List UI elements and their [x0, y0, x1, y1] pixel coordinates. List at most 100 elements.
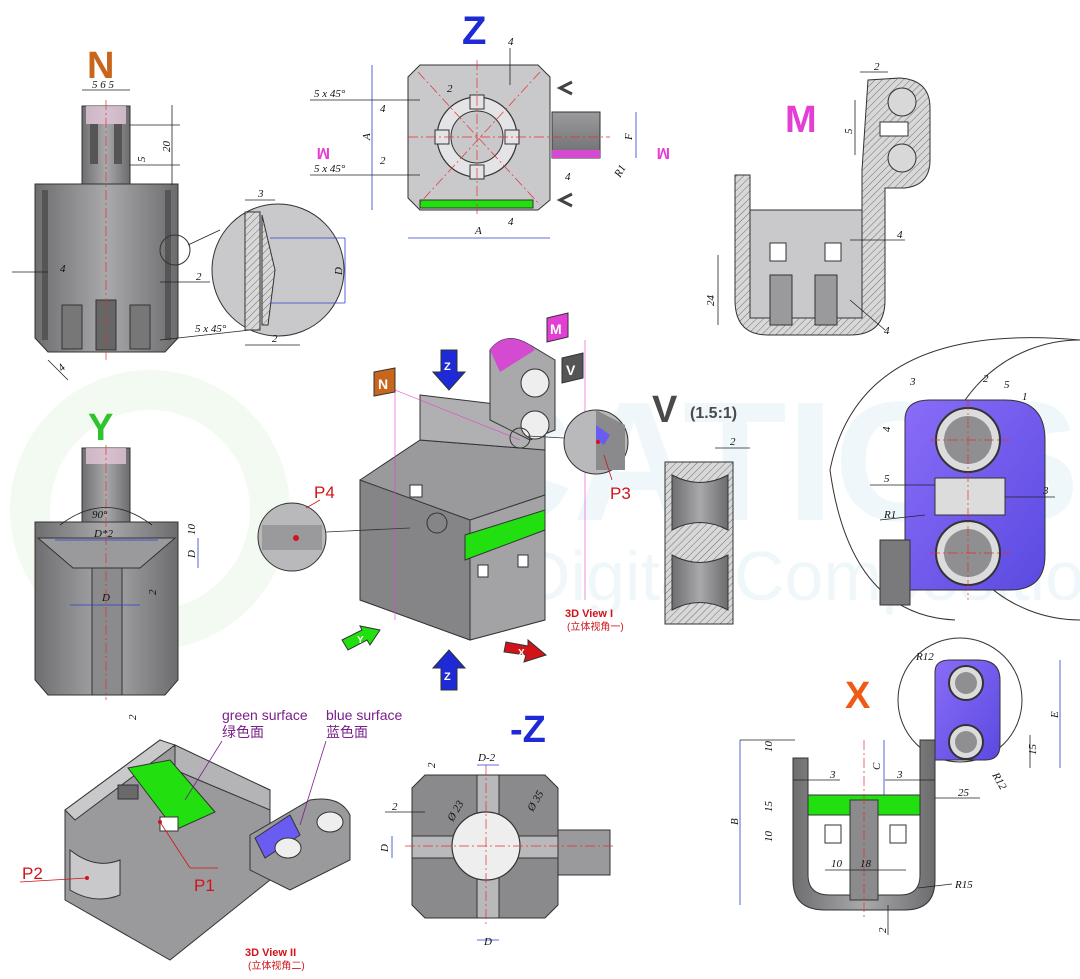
dim-z-chamfer1: 5 x 45° [314, 88, 346, 100]
section-arrow-v-bottom [556, 192, 573, 208]
surface-label-blue: blue surface [326, 707, 402, 723]
axis-tag-neg-z: Z [431, 649, 467, 691]
detail-p3: P3 [527, 409, 631, 503]
dim-detail-4: 4 [881, 426, 893, 432]
dim-n-top: 5 6 5 [92, 79, 115, 91]
dim-detail-R1: R1 [883, 509, 896, 521]
dim-n-3: 3 [257, 188, 264, 200]
callout-p3: P3 [610, 484, 631, 503]
dim-v-2: 2 [730, 436, 736, 448]
dim-m-4: 4 [897, 229, 903, 241]
view-v: V (1.5:1) 2 [652, 389, 750, 625]
view-label-v-scale: (1.5:1) [690, 405, 737, 422]
view-y: Y 90° D*2 10 D 2 D 2 [34, 407, 199, 720]
section-mark-m-left: M [317, 144, 330, 161]
dim-y-D2: D*2 [93, 528, 113, 540]
dim-z-A-v: A [361, 133, 373, 141]
dim-nz-D2: D-2 [477, 752, 496, 764]
detail-enlarged: 3 2 5 1 4 5 3 R1 [829, 337, 1080, 621]
detail-p4: P4 [257, 483, 411, 572]
callout-p4: P4 [314, 483, 335, 502]
surface-label-blue-cn: 蓝色面 [326, 724, 368, 740]
dim-x-2: 2 [877, 927, 889, 933]
section-mark-m-right: M [657, 144, 670, 161]
axis-tag-x: X [503, 638, 548, 663]
dim-detail-2: 2 [983, 373, 989, 385]
axis-tag-z: Z [431, 349, 467, 391]
caption-3d-view-1: 3D View I [565, 608, 613, 620]
dim-x-3r: 3 [896, 769, 903, 781]
dim-z-2: 2 [380, 155, 386, 167]
dim-x-E: E [1049, 711, 1061, 719]
dim-n-chamfer: 5 x 45° [195, 323, 227, 335]
dim-x-10c: 10 [831, 858, 843, 870]
surface-label-green-cn: 绿色面 [222, 724, 264, 740]
section-arrow-v-top [556, 80, 573, 96]
dim-x-R12b: R12 [989, 770, 1009, 793]
dim-nz-D-b: D [483, 936, 492, 948]
dim-detail-3b: 3 [1042, 485, 1049, 497]
dim-x-B: B [729, 818, 741, 825]
view-m: M 2 5 4 24 4 [705, 61, 931, 337]
dim-y-2: 2 [147, 589, 159, 595]
axis-tag-y: Y [341, 625, 381, 651]
dim-n-4b: 4 [56, 361, 69, 374]
dim-y-10: 10 [186, 524, 198, 536]
view-label-n: N [87, 45, 114, 87]
dim-n-4: 4 [60, 263, 66, 275]
svg-text:Y: Y [357, 635, 364, 646]
dim-n-20: 20 [161, 141, 173, 153]
dim-nz-D-l: D [379, 844, 391, 853]
dim-detail-3: 3 [909, 376, 916, 388]
dim-z-2c: 2 [447, 83, 453, 95]
dim-m-24: 24 [705, 295, 717, 307]
dim-nz-2t: 2 [426, 762, 438, 768]
view-label-y: Y [88, 407, 113, 449]
dim-detail-1: 1 [1022, 391, 1028, 403]
dim-m-4b: 4 [884, 325, 890, 337]
view-label-m: M [785, 99, 817, 141]
dim-x-10b: 10 [763, 831, 775, 843]
dim-nz-2l: 2 [392, 801, 398, 813]
caption-3d-view-1-cn: (立体视角一) [567, 620, 624, 633]
dim-m-5: 5 [843, 128, 855, 134]
dim-detail-5: 5 [1004, 379, 1010, 391]
dim-y-D: D [101, 592, 110, 604]
callout-p2: P2 [22, 864, 43, 883]
dim-y-angle: 90° [92, 509, 108, 521]
svg-text:Z: Z [444, 361, 451, 373]
svg-text:N: N [378, 376, 388, 392]
axis-tag-m: M [546, 312, 569, 343]
dim-z-A-h: A [474, 225, 482, 237]
dim-n-2b: 2 [272, 333, 278, 345]
view-x: X R12 E 15 R12 25 B 10 C 3 3 15 10 10 1 [729, 637, 1061, 935]
dim-x-18: 18 [860, 858, 872, 870]
view-label-x: X [845, 675, 871, 717]
dim-z-F: F [623, 133, 635, 141]
view-n: N 5 6 5 20 5 4 2 D 3 5 x 45° 2 [12, 45, 346, 381]
dim-x-3l: 3 [829, 769, 836, 781]
dim-x-15: 15 [763, 801, 775, 813]
dim-y-2b: 2 [127, 714, 139, 720]
dim-x-C: C [871, 762, 883, 770]
dim-detail-5b: 5 [884, 473, 890, 485]
dim-m-2: 2 [874, 61, 880, 73]
dim-x-25: 25 [958, 787, 970, 799]
view-label-neg-z: -Z [510, 709, 546, 751]
x-body [792, 739, 936, 911]
dim-n-D: D [333, 267, 345, 276]
dim-z-4t: 4 [508, 36, 514, 48]
view-neg-z: -Z D-2 2 2 Ø 23 Ø 35 D D [379, 709, 615, 948]
dim-x-R12t: R12 [915, 651, 934, 663]
caption-3d-view-2-cn: (立体视角二) [248, 959, 305, 972]
dim-x-R15: R15 [954, 879, 973, 891]
view-label-v: V [652, 389, 678, 431]
axis-tag-v: V [561, 352, 584, 384]
axis-tag-n: N [373, 367, 396, 397]
dim-x-15r: 15 [1027, 744, 1039, 756]
dim-n-2: 2 [196, 271, 202, 283]
svg-text:V: V [566, 362, 576, 378]
caption-3d-view-2: 3D View II [245, 947, 296, 959]
dim-z-4r: 4 [565, 171, 571, 183]
